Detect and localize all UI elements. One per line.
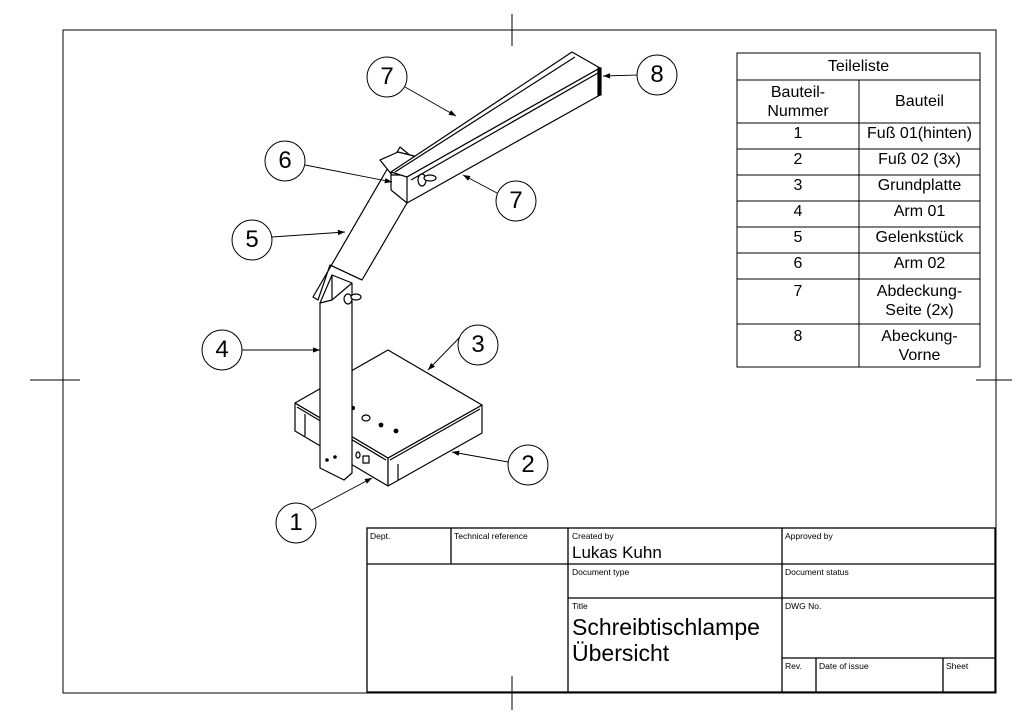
document-status-label: Document status — [785, 567, 849, 577]
parts-list-grid — [736, 52, 981, 368]
row-part: Fuß 02 (3x) — [878, 151, 961, 168]
row-number: 1 — [793, 125, 803, 142]
row-part: Gelenkstück — [875, 229, 964, 246]
row-part: Fuß 01(hinten) — [867, 125, 972, 142]
title-label: Title — [572, 601, 588, 611]
row-number: 2 — [793, 151, 803, 168]
joint-piece — [312, 146, 415, 301]
row-part: Arm 01 — [893, 203, 946, 220]
lamp-assembly-drawing — [294, 51, 602, 487]
arm-02 — [390, 51, 602, 204]
balloon-7b: 7 — [509, 187, 523, 214]
balloon-5: 5 — [245, 226, 259, 253]
title-block-grid — [366, 527, 996, 693]
row-part: Arm 02 — [893, 255, 946, 272]
drawing-title-line2: Übersicht — [572, 640, 670, 666]
row-number: 8 — [793, 328, 803, 345]
sheet-label: Sheet — [946, 661, 969, 671]
row-part: Abdeckung- Seite (2x) — [876, 283, 963, 319]
row-part: Grundplatte — [877, 177, 962, 194]
row-number: 6 — [793, 255, 803, 272]
row-part: Abeckung- Vorne — [881, 328, 958, 364]
row-number: 7 — [793, 283, 803, 300]
approved-by-label: Approved by — [785, 531, 833, 541]
header-number: Bauteil- Nummer — [767, 84, 829, 120]
balloon-2: 2 — [521, 451, 535, 478]
rev-label: Rev. — [785, 661, 802, 671]
header-part: Bauteil — [895, 93, 944, 110]
balloon-1: 1 — [289, 509, 303, 536]
dwg-no-label: DWG No. — [785, 601, 822, 611]
parts-list-title: Teileliste — [827, 58, 890, 75]
arm-01 — [319, 274, 362, 481]
dept-label: Dept. — [370, 531, 391, 541]
created-by-label: Created by — [572, 531, 614, 541]
document-type-label: Document type — [572, 567, 630, 577]
balloon-6: 6 — [278, 147, 292, 174]
drawing-title-line1: Schreibtischlampe — [572, 614, 760, 640]
leader-lines — [242, 73, 638, 512]
row-number: 3 — [793, 177, 803, 194]
date-of-issue-label: Date of issue — [819, 661, 869, 671]
technical-reference-label: Technical reference — [454, 531, 528, 541]
balloon-4: 4 — [215, 336, 229, 363]
balloon-8: 8 — [650, 61, 664, 88]
balloon-circles — [201, 54, 678, 544]
row-number: 4 — [793, 203, 803, 220]
balloon-3: 3 — [471, 331, 485, 358]
balloon-7a: 7 — [380, 63, 394, 90]
drawing-frame — [62, 29, 997, 694]
created-by-value: Lukas Kuhn — [572, 543, 662, 562]
row-number: 5 — [793, 229, 803, 246]
